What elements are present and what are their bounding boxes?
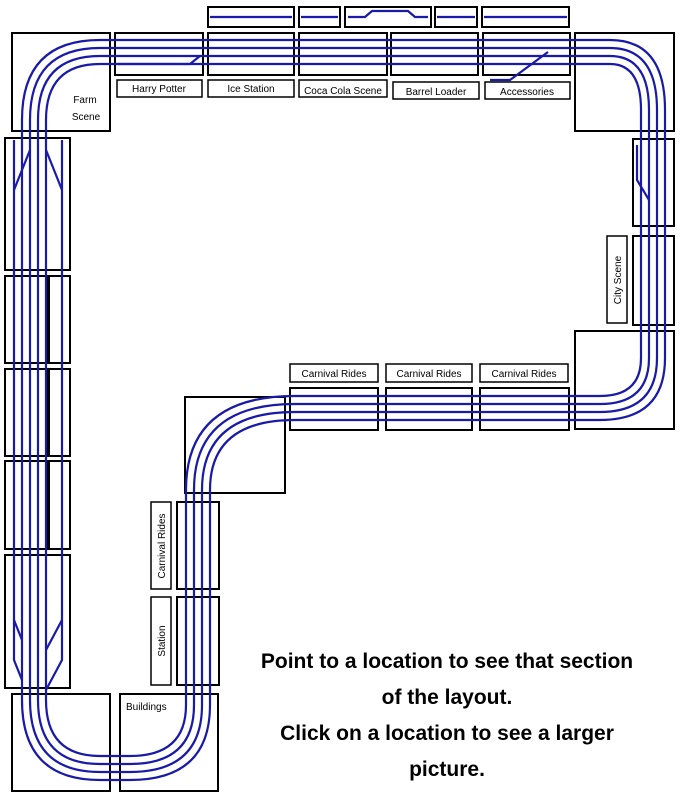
section-left-2a[interactable] — [4, 275, 48, 364]
label-harry-potter-box[interactable] — [116, 79, 203, 98]
section-left-3a[interactable] — [4, 368, 48, 457]
label-harry-potter: Harry Potter — [132, 84, 187, 95]
label-farm-scene-line2: Scene — [72, 112, 101, 123]
section-middle-3[interactable] — [479, 387, 570, 431]
section-left-3b[interactable] — [48, 368, 71, 457]
section-station-1[interactable] — [176, 501, 220, 590]
instructions-text: Point to a location to see that section … — [222, 644, 672, 788]
section-left-2b[interactable] — [48, 275, 71, 364]
label-accessories: Accessories — [500, 87, 554, 98]
section-corner-mid-left[interactable] — [184, 396, 286, 494]
label-carnival-rides-1: Carnival Rides — [301, 369, 366, 380]
label-carnival-rides-2: Carnival Rides — [396, 369, 461, 380]
section-right-2[interactable] — [632, 235, 675, 326]
section-corner-mid-right[interactable] — [574, 330, 675, 430]
instructions-line2: of the layout. — [381, 686, 513, 709]
label-buildings: Buildings — [126, 702, 167, 713]
label-barrel-loader: Barrel Loader — [406, 87, 467, 98]
instructions-line1: Point to a location to see that section — [260, 650, 634, 673]
instructions-line4: picture. — [409, 758, 485, 781]
section-right-1[interactable] — [632, 138, 675, 227]
section-left-4a[interactable] — [4, 460, 48, 550]
label-carnival-rides-4-box[interactable] — [150, 501, 172, 590]
label-farm-scene-line1: Farm — [73, 95, 96, 106]
label-accessories-box[interactable] — [484, 81, 571, 100]
label-coca-cola-box[interactable] — [298, 79, 388, 98]
label-ice-station: Ice Station — [227, 84, 274, 95]
label-city-scene: City Scene — [613, 255, 624, 304]
track-lines — [12, 9, 667, 782]
label-barrel-loader-box[interactable] — [392, 81, 480, 100]
label-station-box[interactable] — [150, 596, 172, 686]
label-coca-cola: Coca Cola Scene — [304, 86, 382, 97]
label-carnival-rides-2-box[interactable] — [385, 363, 473, 383]
section-left-4b[interactable] — [48, 460, 71, 550]
label-carnival-rides-3-box[interactable] — [479, 363, 569, 383]
label-city-scene-box[interactable] — [606, 235, 628, 324]
label-ice-station-box[interactable] — [207, 79, 295, 98]
label-carnival-rides-1-box[interactable] — [289, 363, 379, 383]
section-station-2[interactable] — [176, 596, 220, 686]
section-middle-1[interactable] — [289, 387, 379, 431]
label-carnival-rides-4: Carnival Rides — [157, 513, 168, 578]
label-carnival-rides-3: Carnival Rides — [491, 369, 556, 380]
label-station: Station — [157, 625, 168, 656]
section-middle-2[interactable] — [385, 387, 473, 431]
instructions-line3: Click on a location to see a larger — [280, 722, 614, 745]
